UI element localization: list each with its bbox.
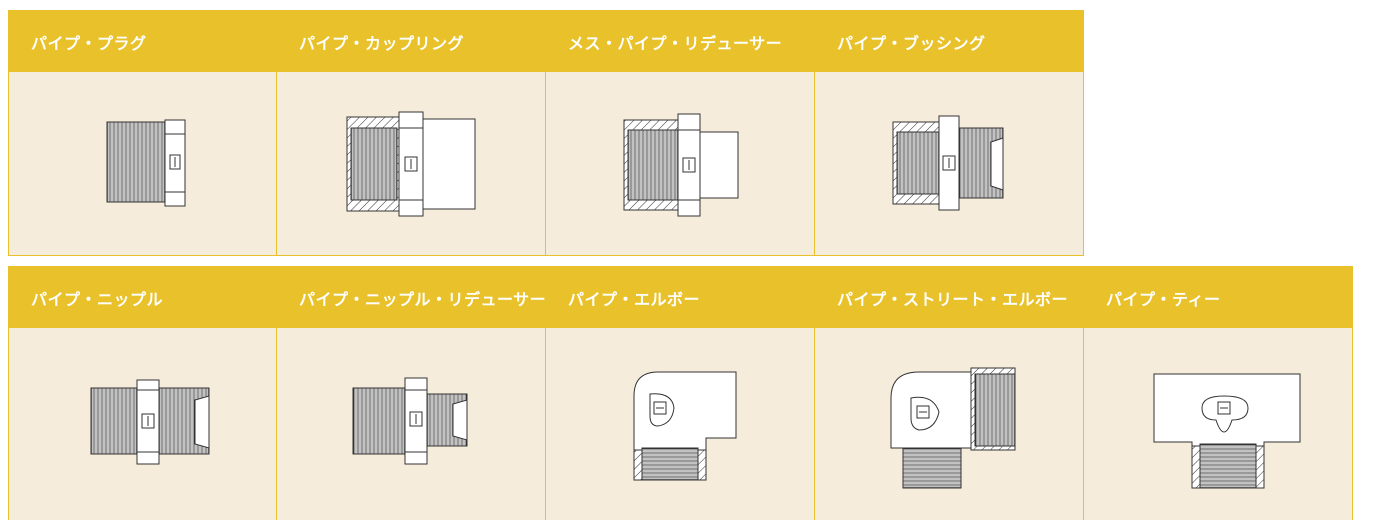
pipe-coupling-icon bbox=[346, 111, 476, 217]
pipe-bushing-icon bbox=[892, 115, 1004, 211]
fitting-card-pipe-street-elbow[interactable]: パイプ・ストリート・エルボー bbox=[815, 266, 1084, 520]
fitting-card-pipe-bushing[interactable]: パイプ・ブッシング bbox=[815, 10, 1084, 256]
fitting-title: メス・パイプ・リデューサー bbox=[546, 11, 814, 72]
fittings-row-2: パイプ・ニップル パイプ・ニップル・リデューサー bbox=[8, 266, 1353, 520]
fitting-title: パイプ・ブッシング bbox=[815, 11, 1083, 72]
pipe-elbow-icon bbox=[633, 371, 737, 481]
fitting-card-female-pipe-reducer[interactable]: メス・パイプ・リデューサー bbox=[546, 10, 815, 256]
fitting-card-pipe-coupling[interactable]: パイプ・カップリング bbox=[277, 10, 546, 256]
pipe-street-elbow-icon bbox=[890, 367, 1016, 489]
fittings-row-1: パイプ・プラグ パイプ・カップリング bbox=[8, 10, 1084, 256]
pipe-nipple-reducer-icon bbox=[352, 377, 468, 465]
fitting-title: パイプ・ティー bbox=[1084, 267, 1352, 328]
pipe-nipple-icon bbox=[90, 379, 210, 465]
fitting-card-pipe-nipple[interactable]: パイプ・ニップル bbox=[8, 266, 277, 520]
female-pipe-reducer-icon bbox=[623, 113, 739, 217]
pipe-tee-icon bbox=[1153, 373, 1301, 489]
fitting-title: パイプ・ニップル・リデューサー bbox=[277, 267, 546, 328]
fitting-title: パイプ・エルボー bbox=[546, 267, 814, 328]
fitting-title: パイプ・プラグ bbox=[9, 11, 276, 72]
fitting-card-pipe-nipple-reducer[interactable]: パイプ・ニップル・リデューサー bbox=[277, 266, 546, 520]
fitting-card-pipe-plug[interactable]: パイプ・プラグ bbox=[8, 10, 277, 256]
fitting-card-pipe-tee[interactable]: パイプ・ティー bbox=[1084, 266, 1353, 520]
fitting-card-pipe-elbow[interactable]: パイプ・エルボー bbox=[546, 266, 815, 520]
pipe-plug-icon bbox=[106, 119, 186, 207]
fitting-title: パイプ・ストリート・エルボー bbox=[815, 267, 1083, 328]
fitting-title: パイプ・カップリング bbox=[277, 11, 545, 72]
fitting-title: パイプ・ニップル bbox=[9, 267, 276, 328]
